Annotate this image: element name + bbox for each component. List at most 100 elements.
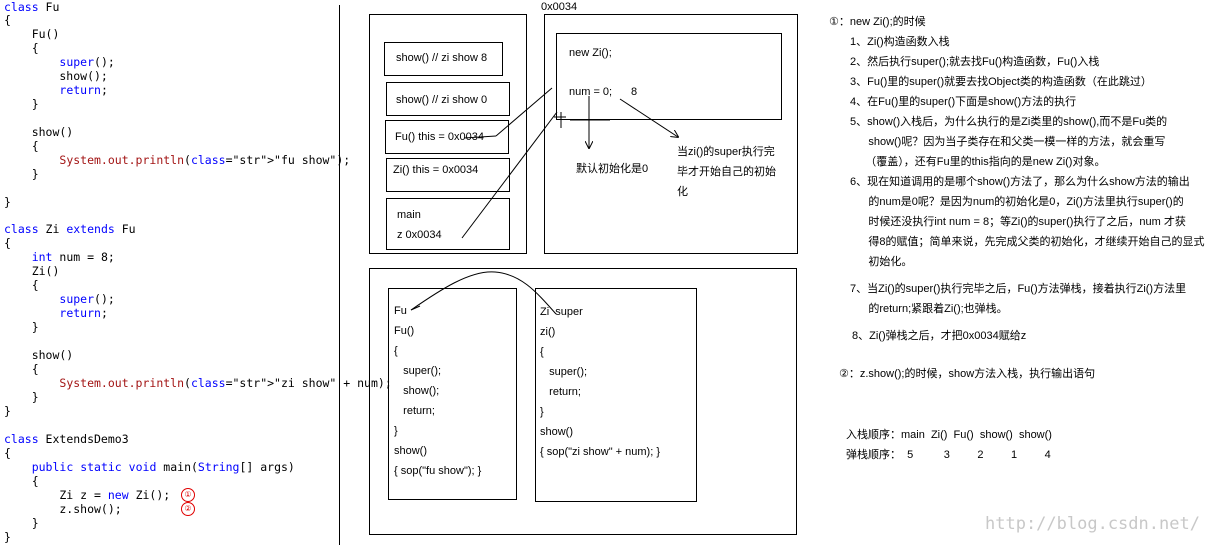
stack-frame-show-zi-0: show() // zi show 0 <box>386 82 510 116</box>
code-line: System.out.println(class="str">"fu show"… <box>59 153 351 167</box>
code-line: } <box>4 390 39 404</box>
code-line: } <box>4 530 11 544</box>
code-line: { <box>4 446 11 460</box>
heap-note-line: 毕才开始自己的初始 <box>677 166 776 178</box>
zi-line: show() <box>540 426 574 438</box>
note-1-item: 5、show()入栈后，为什么执行的是Zi类里的show(),而不是Fu类的 <box>850 116 1168 128</box>
code-line: Zi z = new Zi(); <box>4 488 171 502</box>
note-1-item: 1、Zi()构造函数入栈 <box>850 36 950 48</box>
code-line: z.show(); <box>4 502 122 516</box>
heap-note-super: 当zi()的super执行完 毕才开始自己的初始 化 <box>677 142 776 202</box>
fu-line: super(); <box>394 365 442 377</box>
note-1-item: 时候还没执行int num = 8；等Zi()的super()执行了之后，num… <box>850 216 1186 228</box>
push-order: 入栈顺序：main Zi() Fu() show() show() <box>846 429 1052 441</box>
fu-line: return; <box>394 405 435 417</box>
fu-class-box <box>388 288 517 500</box>
code-line: public static void main(String[] args) <box>31 460 295 474</box>
heap-note-line: 当zi()的super执行完 <box>677 146 775 158</box>
code-line: } <box>4 320 39 334</box>
code-line: int num = 8; <box>31 250 115 264</box>
code-line: } <box>4 167 39 181</box>
code-line: { <box>4 139 39 153</box>
heap-num-value: 8 <box>631 86 638 98</box>
code-line: { <box>4 41 39 55</box>
fu-line: { sop("fu show"); } <box>394 465 482 477</box>
main-label: main <box>397 209 421 221</box>
code-line: show() <box>4 348 74 362</box>
code-line: Fu() <box>4 27 60 41</box>
note-1-item: show()呢？因为当子类存在和父类一模一样的方法，就会重写 <box>850 136 1166 148</box>
code-line: class Fu <box>4 0 60 14</box>
code-line: return; <box>59 306 108 320</box>
marker-2: ② <box>181 502 195 516</box>
code-line: { <box>4 362 39 376</box>
heap-note-line: 化 <box>677 186 688 198</box>
stack-frame-main: main z 0x0034 <box>386 198 510 250</box>
fu-line: Fu <box>394 305 407 317</box>
stack-frame-text: show() // zi show 8 <box>396 52 488 64</box>
zi-line: zi() <box>540 326 556 338</box>
code-line: { <box>4 236 11 250</box>
ref-arrow-main-to-heap <box>461 111 558 239</box>
zi-class-box <box>535 288 697 502</box>
note-1-item: 的num是0呢？是因为num的初始化是0，Zi()方法里执行super()的 <box>850 196 1184 208</box>
code-line: } <box>4 97 39 111</box>
stack-box <box>369 14 527 254</box>
zi-line: Zi super <box>540 306 583 318</box>
code-panel: class Fu{ Fu() { super(); show(); return… <box>0 0 392 547</box>
note-7a: 7、当Zi()的super()执行完毕之后，Fu()方法弹栈，接着执行Zi()方… <box>850 283 1187 295</box>
stack-frame-text: Zi() this = 0x0034 <box>393 164 479 176</box>
heap-note-default: 默认初始化是0 <box>576 163 649 175</box>
code-line: { <box>4 13 11 27</box>
note-1-item: 2、然后执行super();就去找Fu()构造函数，Fu()入栈 <box>850 56 1100 68</box>
method-area-box <box>369 268 797 535</box>
code-line: { <box>4 278 39 292</box>
zi-line: { sop("zi show" + num); } <box>540 446 661 458</box>
note-1-item: （覆盖），还有Fu里的this指向的是new Zi()对象。 <box>850 156 1106 168</box>
arrow-super-note <box>619 98 678 137</box>
note-1-item: 得8的赋值；简单来说，先完成父类的初始化，才继续开始自己的显式 <box>850 236 1205 248</box>
code-line: { <box>4 474 39 488</box>
code-line: super(); <box>59 292 115 306</box>
heap-object <box>556 33 782 120</box>
inheritance-curve <box>410 271 557 315</box>
stack-frame-fu: Fu() this = 0x0034 <box>385 120 509 154</box>
heap-box <box>544 14 798 254</box>
ref-arrow-this-tail <box>463 135 497 139</box>
code-line: super(); <box>59 55 115 69</box>
watermark: http://blog.csdn.net/ <box>985 514 1200 534</box>
fu-line: show() <box>394 445 428 457</box>
note-1-items: 1、Zi()构造函数入栈 2、然后执行super();就去找Fu()构造函数，Fu… <box>850 32 1204 272</box>
divider <box>339 5 340 545</box>
note-7b: 的return;紧跟着Zi();也弹栈。 <box>850 303 1008 315</box>
fu-line: show(); <box>394 385 440 397</box>
code-line: show(); <box>4 69 108 83</box>
zi-line: } <box>540 406 544 418</box>
note-1-item: 6、现在知道调用的是哪个show()方法了，那么为什么show方法的输出 <box>850 176 1190 188</box>
heap-num-label: num = 0; <box>569 86 613 98</box>
fu-line: { <box>394 345 398 357</box>
code-line: return; <box>59 83 108 97</box>
main-var: z 0x0034 <box>397 229 442 241</box>
note-1-item: 3、Fu()里的super()就要去找Object类的构造函数（在此跳过） <box>850 76 1152 88</box>
note-1-title: ①：new Zi();的时候 <box>829 16 926 28</box>
marker-1: ① <box>181 488 195 502</box>
stack-frame-text: show() // zi show 0 <box>396 94 488 106</box>
code-line: show() <box>4 125 74 139</box>
code-line: } <box>4 516 39 530</box>
code-line: } <box>4 404 11 418</box>
stack-frame-text: Fu() this = 0x0034 <box>395 131 484 143</box>
pop-order: 弹栈顺序： 5 3 2 1 4 <box>846 449 1051 461</box>
note-1-item: 初始化。 <box>850 256 913 268</box>
inheritance-tail <box>410 305 421 311</box>
code-line: class Zi extends Fu <box>4 222 136 236</box>
code-line: System.out.println(class="str">"zi show"… <box>59 376 392 390</box>
heap-new-label: new Zi(); <box>569 47 612 59</box>
code-line: Zi() <box>4 264 60 278</box>
zi-line: super(); <box>540 366 588 378</box>
note-2-title: ②：z.show();的时候，show方法入栈，执行输出语句 <box>839 368 1096 380</box>
zi-line: return; <box>540 386 581 398</box>
